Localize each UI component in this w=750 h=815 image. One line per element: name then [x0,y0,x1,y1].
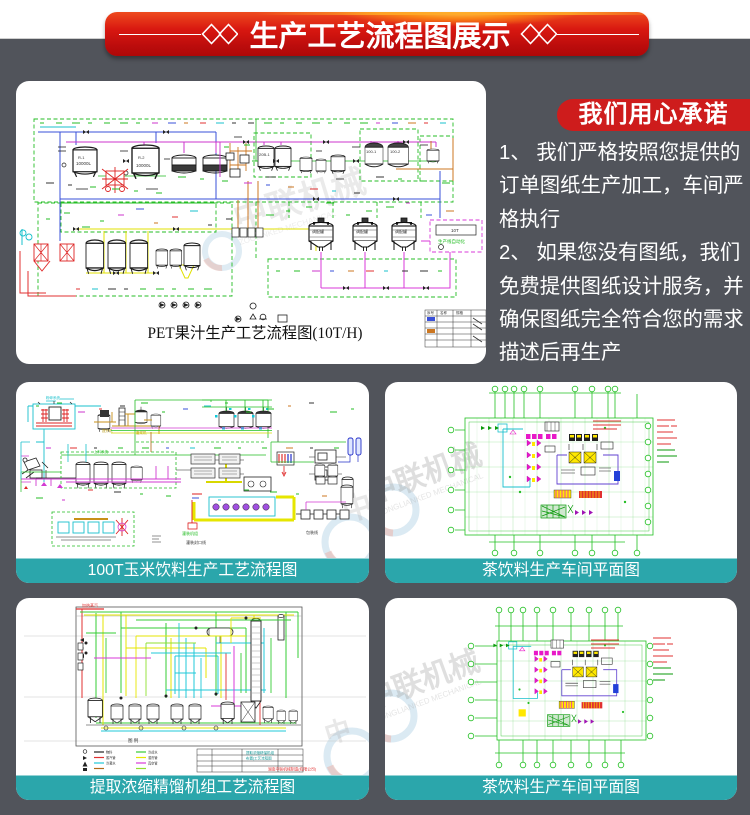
svg-text:R-1: R-1 [78,155,85,160]
svg-text:10000L: 10000L [76,161,92,166]
svg-text:物料: 物料 [106,750,113,755]
svg-text:PET果汁生产工艺流程图(10T/H): PET果汁生产工艺流程图(10T/H) [148,325,363,342]
svg-text:布置(工艺流程图: 布置(工艺流程图 [246,756,272,761]
svg-text:蒸汽管: 蒸汽管 [106,755,116,760]
svg-text:20B-1: 20B-1 [259,152,270,157]
svg-text:100-1: 100-1 [366,149,377,154]
svg-text:加热蒸汽: 加热蒸汽 [82,602,98,608]
svg-text:真空管: 真空管 [148,761,158,766]
svg-text:灌装封口线: 灌装封口线 [186,539,206,545]
svg-text:规格: 规格 [456,310,464,315]
svg-text:100-2: 100-2 [390,149,401,154]
svg-text:溶剂管: 溶剂管 [148,755,158,760]
svg-text:图 例: 图 例 [128,737,139,744]
svg-text:湖南中联机械制造(有限公司): 湖南中联机械制造(有限公司) [268,767,317,772]
svg-text:调配罐: 调配罐 [312,228,324,234]
svg-text:上料系统: 上料系统 [94,449,108,454]
svg-text:10000L: 10000L [136,163,152,168]
svg-text:调配罐: 调配罐 [356,228,368,234]
svg-text:灌装机组: 灌装机组 [182,530,198,536]
svg-text:包装线: 包装线 [306,529,318,535]
svg-text:调配罐: 调配罐 [395,228,407,234]
svg-text:序号: 序号 [427,310,435,315]
svg-text:10T: 10T [451,228,459,233]
svg-text:R-2: R-2 [138,155,145,160]
svg-text:冷却水: 冷却水 [148,750,158,755]
svg-text:提取浓缩精馏机组: 提取浓缩精馏机组 [246,750,274,755]
svg-text:磨浆机: 磨浆机 [136,430,147,435]
svg-text:冷凝水: 冷凝水 [106,761,116,766]
svg-text:名称: 名称 [440,310,448,315]
svg-text:提升机: 提升机 [102,428,113,433]
svg-text:粉碎系统: 粉碎系统 [46,395,60,400]
svg-text:生产线自动化: 生产线自动化 [438,238,465,245]
